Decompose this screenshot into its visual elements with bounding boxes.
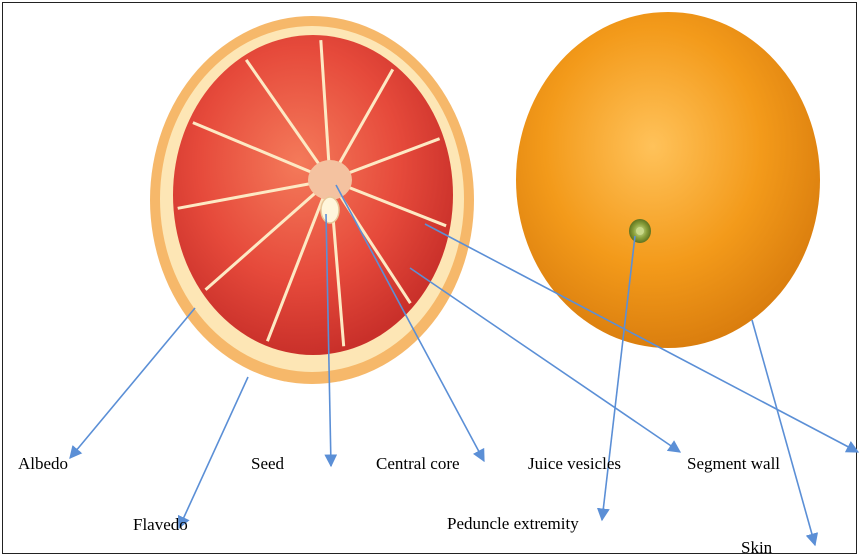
- peduncle-center: [636, 227, 644, 235]
- seed-label: Seed: [251, 455, 284, 472]
- flavedo-arrow: [179, 377, 248, 528]
- central-core-label: Central core: [376, 455, 460, 472]
- skin-arrow: [752, 320, 815, 545]
- grapefruit-half: [150, 16, 474, 384]
- orange-peel: [516, 12, 820, 348]
- central-core-area: [308, 160, 352, 200]
- skin-label: Skin: [741, 539, 772, 556]
- flavedo-label: Flavedo: [133, 516, 188, 533]
- segment-wall-label: Segment wall: [687, 455, 780, 472]
- seed: [321, 197, 339, 223]
- whole-orange: [516, 12, 820, 348]
- albedo-label: Albedo: [18, 455, 68, 472]
- juice-vesicles-label: Juice vesicles: [528, 455, 621, 472]
- albedo-arrow: [70, 308, 195, 458]
- peduncle-extremity-label: Peduncle extremity: [447, 515, 579, 532]
